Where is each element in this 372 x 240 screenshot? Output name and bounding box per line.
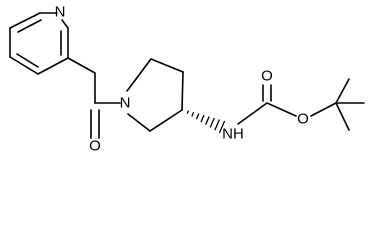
bond — [181, 71, 184, 111]
boc-group — [237, 78, 365, 131]
stereo-hashed-wedge — [186, 110, 226, 134]
bond — [237, 102, 268, 125]
bond — [149, 109, 183, 132]
carbamate-nh-label: NH — [222, 126, 244, 143]
wedge-hash — [205, 116, 210, 125]
carbonyl-linker — [67, 57, 121, 139]
bond — [266, 102, 297, 117]
bond — [37, 57, 69, 75]
bond — [335, 78, 350, 104]
bond — [127, 113, 151, 132]
carbonyl-oxygen-label: O — [261, 68, 273, 85]
bond — [17, 19, 42, 33]
ester-oxygen-label: O — [297, 111, 309, 128]
wedge-hash — [214, 119, 221, 131]
wedge-hash — [186, 110, 190, 114]
bond — [335, 102, 350, 131]
bond — [9, 56, 39, 75]
amide-nitrogen-label: N — [120, 95, 131, 112]
wedge-hash — [209, 117, 215, 128]
bond — [16, 53, 39, 68]
pyridine-nitrogen-label: N — [55, 4, 66, 21]
wedge-hash — [218, 120, 226, 134]
wedge-hash — [191, 111, 195, 117]
wedge-hash — [195, 113, 200, 120]
bond — [150, 58, 184, 73]
bond — [61, 19, 69, 29]
structure-diagram: N N O NH O O — [9, 4, 365, 155]
bond — [310, 102, 337, 117]
pyrrolidine-ring — [126, 58, 184, 132]
bond — [67, 57, 96, 74]
bond — [9, 12, 41, 29]
molecule-drawing: N N O NH O O — [9, 4, 365, 155]
amide-oxygen-label: O — [89, 138, 101, 155]
pyridine-ring — [9, 12, 69, 75]
wedge-hash — [200, 114, 205, 123]
bond — [126, 58, 152, 92]
